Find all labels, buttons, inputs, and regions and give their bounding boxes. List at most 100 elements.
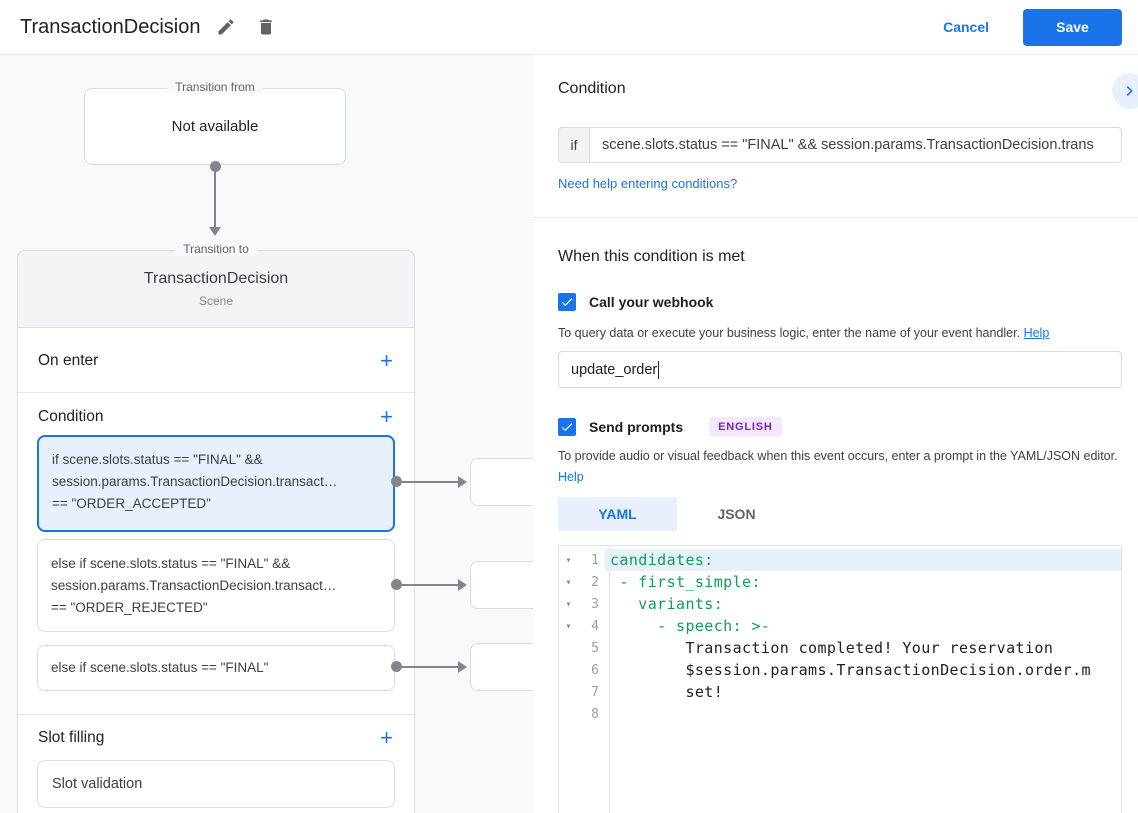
connector-dot bbox=[210, 161, 221, 172]
condition-item[interactable]: else if scene.slots.status == "FINAL" &&… bbox=[37, 539, 395, 632]
editor-line[interactable]: 5 Transaction completed! Your reservatio… bbox=[559, 637, 1121, 659]
slot-filling-label: Slot filling bbox=[38, 729, 105, 746]
code-text: Transaction completed! Your reservation bbox=[610, 639, 1054, 657]
language-badge: ENGLISH bbox=[709, 417, 782, 437]
editor-line[interactable]: ▾ 3 variants: bbox=[559, 593, 1121, 615]
save-button[interactable]: Save bbox=[1023, 8, 1122, 46]
transition-to-label: Transition to bbox=[175, 242, 257, 256]
code-text: $session.params.TransactionDecision.orde… bbox=[610, 661, 1091, 679]
send-prompts-checkbox[interactable] bbox=[558, 418, 576, 436]
prompts-help-link[interactable]: Help bbox=[558, 470, 584, 484]
scene-card-subtitle: Scene bbox=[198, 294, 234, 308]
tab-yaml[interactable]: YAML bbox=[558, 497, 677, 531]
arrow-right-icon bbox=[458, 579, 467, 591]
tab-json[interactable]: JSON bbox=[717, 506, 756, 522]
connector-dot[interactable] bbox=[391, 661, 402, 672]
condition-expression-input[interactable]: scene.slots.status == "FINAL" && session… bbox=[589, 127, 1122, 163]
condition-text-line: == "ORDER_ACCEPTED" bbox=[52, 496, 211, 511]
transition-from-value: Not available bbox=[171, 118, 259, 135]
text-cursor bbox=[658, 360, 660, 379]
condition-text-line: if scene.slots.status == "FINAL" && bbox=[52, 452, 263, 467]
on-enter-label: On enter bbox=[38, 351, 99, 369]
connector-line bbox=[402, 584, 458, 586]
transition-to-card: Transition to TransactionDecision Scene … bbox=[17, 242, 415, 813]
editor-line[interactable]: 6 $session.params.TransactionDecision.or… bbox=[559, 659, 1121, 681]
scene-card-title: TransactionDecision bbox=[143, 270, 289, 287]
edit-scene-button[interactable] bbox=[208, 9, 244, 45]
condition-text-line: == "ORDER_REJECTED" bbox=[51, 600, 208, 615]
connector-line bbox=[402, 481, 458, 483]
condition-section: Condition + bbox=[18, 394, 414, 440]
divider bbox=[533, 217, 1138, 218]
arrow-down-icon bbox=[209, 227, 221, 236]
if-prefix: if bbox=[558, 127, 589, 163]
slot-filling-section: Slot filling + bbox=[18, 715, 414, 761]
code-text: candidates: bbox=[605, 549, 1121, 571]
transition-target-box[interactable] bbox=[470, 643, 534, 691]
conditions-help-link[interactable]: Need help entering conditions? bbox=[558, 176, 738, 191]
condition-text-line: else if scene.slots.status == "FINAL" && bbox=[51, 556, 291, 571]
webhook-name-input[interactable]: update_order bbox=[558, 351, 1122, 388]
delete-scene-button[interactable] bbox=[248, 9, 284, 45]
add-on-enter-button[interactable]: + bbox=[376, 349, 397, 372]
line-number: 8 bbox=[591, 706, 599, 722]
code-text: variants: bbox=[610, 595, 724, 613]
webhook-help-link[interactable]: Help bbox=[1023, 326, 1050, 340]
fold-arrow-icon[interactable]: ▾ bbox=[565, 554, 572, 566]
editor-line[interactable]: 8 bbox=[559, 703, 1121, 725]
fold-arrow-icon[interactable]: ▾ bbox=[565, 598, 572, 610]
send-prompts-label: Send prompts bbox=[589, 419, 684, 435]
transition-from-box: Transition from Not available bbox=[84, 80, 346, 165]
webhook-helper-body: To query data or execute your business l… bbox=[558, 326, 1021, 340]
yaml-code-editor[interactable]: ▾ 1 candidates: ▾ 2 - first_simple: ▾ 3 … bbox=[558, 545, 1122, 813]
code-text: - first_simple: bbox=[610, 573, 761, 591]
connector-dot[interactable] bbox=[391, 579, 402, 590]
editor-tabs: YAML JSON bbox=[558, 497, 796, 531]
scene-flow-canvas: Transition from Not available Transition… bbox=[0, 55, 534, 813]
collapse-panel-button[interactable] bbox=[1112, 73, 1138, 109]
fold-arrow-icon[interactable]: ▾ bbox=[565, 620, 572, 632]
call-webhook-row: Call your webhook bbox=[558, 293, 713, 311]
panel-title: Condition bbox=[558, 80, 626, 97]
editor-rows: ▾ 1 candidates: ▾ 2 - first_simple: ▾ 3 … bbox=[559, 549, 1121, 725]
webhook-helper-text: To query data or execute your business l… bbox=[558, 323, 1124, 344]
connector-line bbox=[402, 666, 458, 668]
line-number: 3 bbox=[591, 596, 599, 612]
line-number: 7 bbox=[591, 684, 599, 700]
slot-validation-item[interactable]: Slot validation bbox=[37, 760, 395, 808]
cancel-button[interactable]: Cancel bbox=[943, 19, 989, 35]
arrow-right-icon bbox=[458, 661, 467, 673]
line-number: 1 bbox=[591, 552, 599, 568]
transition-target-box[interactable] bbox=[470, 458, 534, 506]
prompts-helper-body: To provide audio or visual feedback when… bbox=[558, 449, 1118, 463]
editor-line[interactable]: ▾ 2 - first_simple: bbox=[559, 571, 1121, 593]
call-webhook-checkbox[interactable] bbox=[558, 293, 576, 311]
connector-line bbox=[214, 166, 216, 227]
editor-line[interactable]: ▾ 1 candidates: bbox=[559, 549, 1121, 571]
check-icon bbox=[561, 298, 573, 307]
editor-line[interactable]: 7 set! bbox=[559, 681, 1121, 703]
when-condition-met-heading: When this condition is met bbox=[558, 248, 745, 265]
page-title: TransactionDecision bbox=[20, 15, 201, 38]
editor-line[interactable]: ▾ 4 - speech: >- bbox=[559, 615, 1121, 637]
gutter-divider bbox=[609, 546, 610, 813]
condition-item[interactable]: else if scene.slots.status == "FINAL" bbox=[37, 645, 395, 691]
code-text: - speech: >- bbox=[610, 617, 771, 635]
scene-card-header[interactable]: TransactionDecision Scene bbox=[18, 251, 414, 328]
transition-target-box[interactable] bbox=[470, 561, 534, 609]
line-number: 2 bbox=[591, 574, 599, 590]
add-condition-button[interactable]: + bbox=[376, 406, 397, 428]
pencil-icon bbox=[218, 19, 234, 35]
on-enter-section: On enter + bbox=[18, 329, 414, 393]
transition-from-label: Transition from bbox=[167, 80, 263, 94]
arrow-right-icon bbox=[458, 476, 467, 488]
prompts-helper-text: To provide audio or visual feedback when… bbox=[558, 446, 1124, 488]
add-slot-button[interactable]: + bbox=[376, 727, 397, 749]
connector-dot[interactable] bbox=[391, 476, 402, 487]
condition-text-line: session.params.TransactionDecision.trans… bbox=[52, 474, 338, 489]
condition-item-selected[interactable]: if scene.slots.status == "FINAL" && sess… bbox=[37, 435, 395, 532]
call-webhook-label: Call your webhook bbox=[589, 294, 714, 310]
condition-text-line: session.params.TransactionDecision.trans… bbox=[51, 578, 337, 593]
fold-arrow-icon[interactable]: ▾ bbox=[565, 576, 572, 588]
